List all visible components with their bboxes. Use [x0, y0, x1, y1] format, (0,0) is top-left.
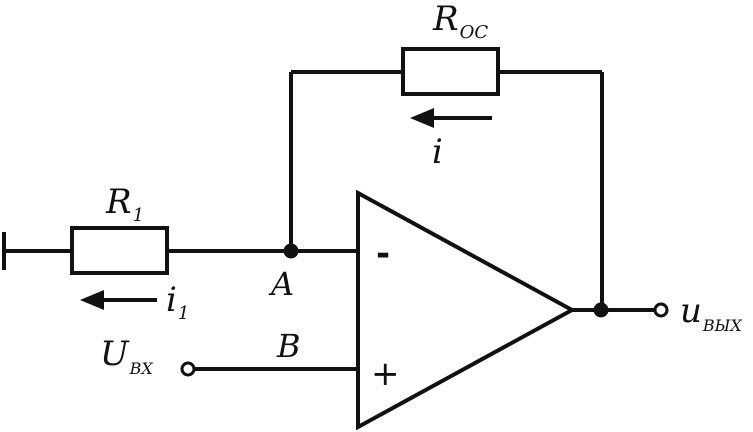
arrow-i1-head — [80, 290, 104, 310]
label-i: i — [432, 132, 443, 172]
label-u-in: UBX — [100, 334, 153, 378]
resistor-r1 — [70, 226, 169, 275]
junction-a — [283, 243, 299, 259]
label-r1: R1 — [105, 182, 144, 226]
plus-sign: + — [371, 354, 400, 394]
label-node-a: A — [268, 265, 294, 303]
terminal-input — [180, 361, 196, 377]
label-u-out: uBЫX — [680, 291, 742, 335]
op-amp-triangle — [356, 189, 577, 431]
minus-sign: - — [376, 234, 390, 274]
terminal-output — [653, 302, 669, 318]
label-roc: ROC — [432, 0, 488, 43]
resistor-roc — [401, 47, 500, 96]
label-node-b: B — [276, 327, 301, 365]
arrow-i-head — [410, 108, 434, 128]
label-i1: i1 — [166, 280, 189, 324]
junction-output — [593, 302, 609, 318]
